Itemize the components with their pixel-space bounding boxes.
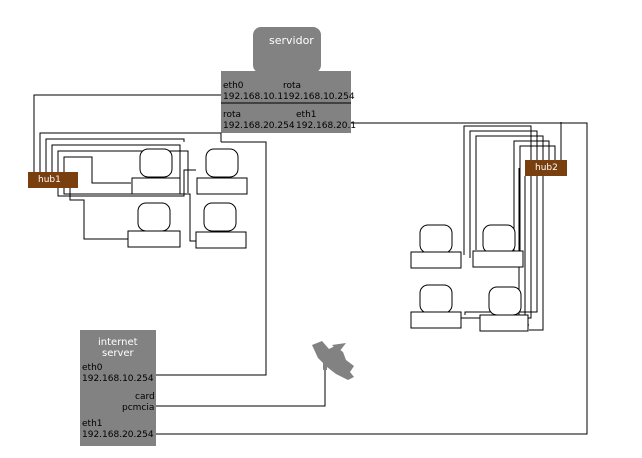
internet-server-title-2: server	[102, 348, 134, 359]
internet-eth1-ip: 192.168.20.254	[82, 430, 154, 440]
internet-eth1-name: eth1	[82, 419, 103, 429]
hub1-label: hub1	[38, 175, 61, 185]
link-hub2-a	[463, 125, 532, 255]
link-servidor-internet-eth0	[156, 141, 267, 376]
link-servidor-eth1-hub2	[156, 122, 588, 435]
link-hub2-c	[475, 135, 544, 250]
servidor-rota1-name: rota	[283, 81, 302, 91]
servidor-rota2-ip: 192.168.20.254	[223, 121, 295, 131]
link-hub1-pc3	[51, 144, 181, 185]
pc-group-right	[410, 224, 529, 332]
pc-icon	[131, 148, 181, 195]
pc-icon	[410, 284, 462, 329]
link-hub1-pc8	[57, 169, 196, 197]
servidor-eth1-name: eth1	[296, 110, 317, 120]
link-servidor-eth0-hub1	[33, 94, 221, 172]
internet-card-line1: card	[135, 392, 155, 402]
hub2-label: hub2	[535, 163, 558, 173]
link-hub2-e	[519, 145, 556, 258]
antenna-icon	[312, 341, 354, 380]
pc-icon	[410, 224, 462, 269]
pc-icon	[127, 202, 181, 248]
pc-icon	[479, 286, 529, 332]
servidor-title: servidor	[269, 34, 314, 47]
hub1-node	[28, 172, 78, 188]
servidor-eth0-name: eth0	[223, 81, 244, 91]
link-hub1-pc1	[39, 132, 222, 172]
servidor-eth1-ip: 192.168.20.1	[296, 121, 357, 131]
internet-eth0-ip: 192.168.10.254	[82, 374, 154, 384]
link-hub1-pc7	[63, 188, 196, 242]
internet-eth0-name: eth0	[82, 363, 103, 373]
pc-icon	[196, 148, 248, 195]
servidor-node	[221, 27, 351, 133]
servidor-rota1-ip: 192.168.10.254	[283, 92, 355, 102]
servidor-eth0-ip: 192.168.10.1	[223, 92, 284, 102]
link-hub2-j	[529, 176, 544, 331]
internet-server-node	[80, 330, 156, 446]
link-hub1-pc2	[45, 138, 185, 172]
link-antenna-card	[156, 368, 326, 407]
link-hub2-d	[513, 140, 550, 265]
pc-icon	[195, 202, 247, 249]
link-hub1-pc4	[57, 150, 189, 193]
internet-server-title-1: internet	[98, 337, 138, 348]
link-hub1-pc5	[63, 156, 131, 184]
pc-group-left	[127, 148, 248, 249]
hub2-node	[525, 160, 567, 176]
servidor-rota2-name: rota	[223, 110, 242, 120]
pc-icon	[472, 224, 524, 268]
internet-card-line2: pcmcia	[122, 403, 155, 413]
